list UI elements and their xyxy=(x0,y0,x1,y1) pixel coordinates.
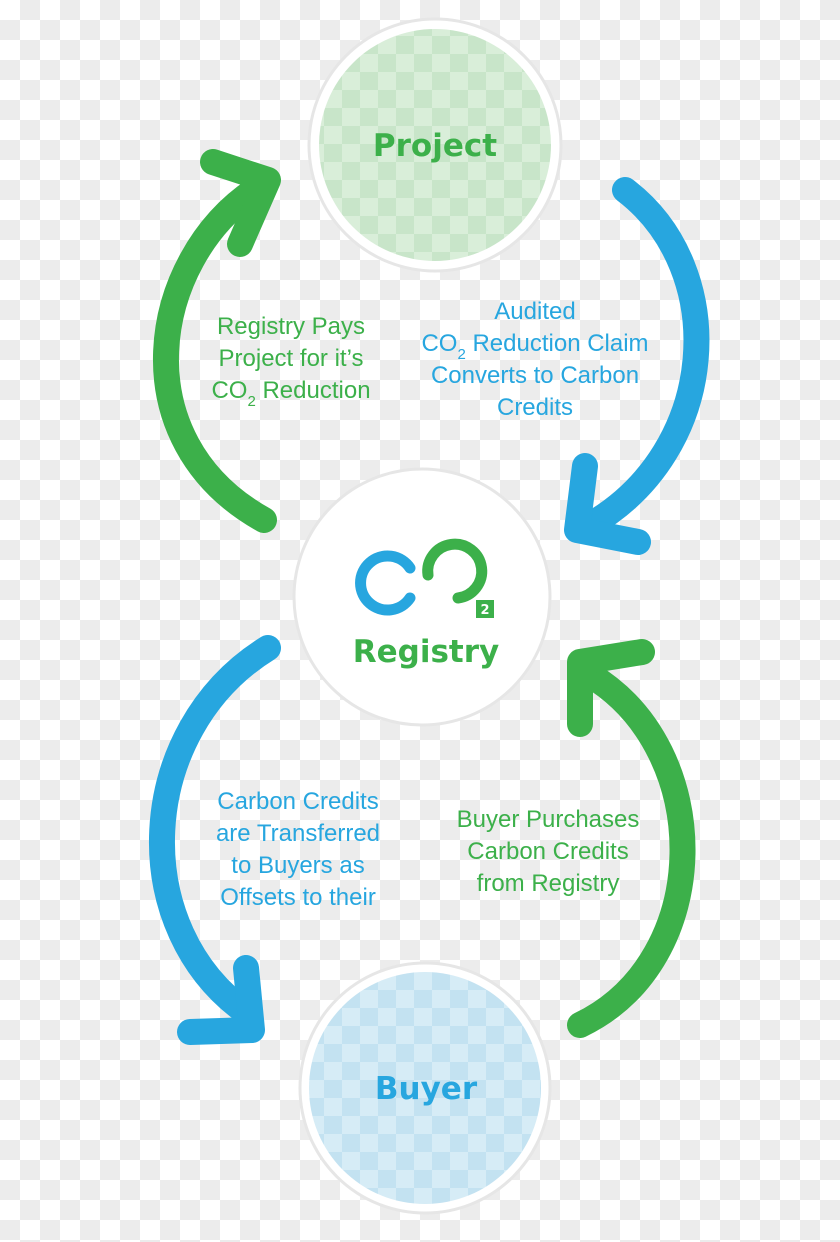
label-audited-claim: Audited CO2 Reduction Claim Converts to … xyxy=(421,298,648,421)
registry-node: 2 Registry xyxy=(292,467,552,727)
label-line: Audited xyxy=(494,298,575,325)
label-line: Registry Pays xyxy=(217,313,365,340)
label-line: Buyer Purchases xyxy=(457,806,640,833)
label-line: are Transferred xyxy=(216,820,380,847)
label-buyer-purchases: Buyer Purchases Carbon Credits from Regi… xyxy=(457,806,640,897)
buyer-node: Buyer xyxy=(298,961,552,1215)
project-label: Project xyxy=(373,128,497,164)
label-line: CO2 Reduction xyxy=(211,377,370,410)
buyer-label: Buyer xyxy=(375,1071,478,1107)
co2-logo-subscript: 2 xyxy=(480,603,489,618)
registry-label: Registry xyxy=(353,634,499,670)
label-line: Credits xyxy=(497,394,573,421)
label-credits-transferred: Carbon Credits are Transferred to Buyers… xyxy=(216,788,380,911)
arrow-registry-to-buyer xyxy=(148,635,281,1045)
project-node: Project xyxy=(307,17,563,273)
label-line: Converts to Carbon xyxy=(431,362,639,389)
label-registry-pays-project: Registry Pays Project for it’s CO2 Reduc… xyxy=(211,313,370,410)
arrow-buyer-to-registry xyxy=(567,639,696,1038)
label-line: from Registry xyxy=(477,870,620,897)
label-line: Project for it’s xyxy=(219,345,364,372)
label-line: Offsets to their xyxy=(220,884,376,911)
co2-logo: 2 xyxy=(355,538,494,618)
arrow-project-to-registry xyxy=(564,177,710,555)
label-line: to Buyers as xyxy=(231,852,364,879)
label-line: Carbon Credits xyxy=(217,788,378,815)
arrow-registry-to-project xyxy=(153,149,281,533)
label-line: Carbon Credits xyxy=(467,838,628,865)
label-line: CO2 Reduction Claim xyxy=(421,330,648,363)
